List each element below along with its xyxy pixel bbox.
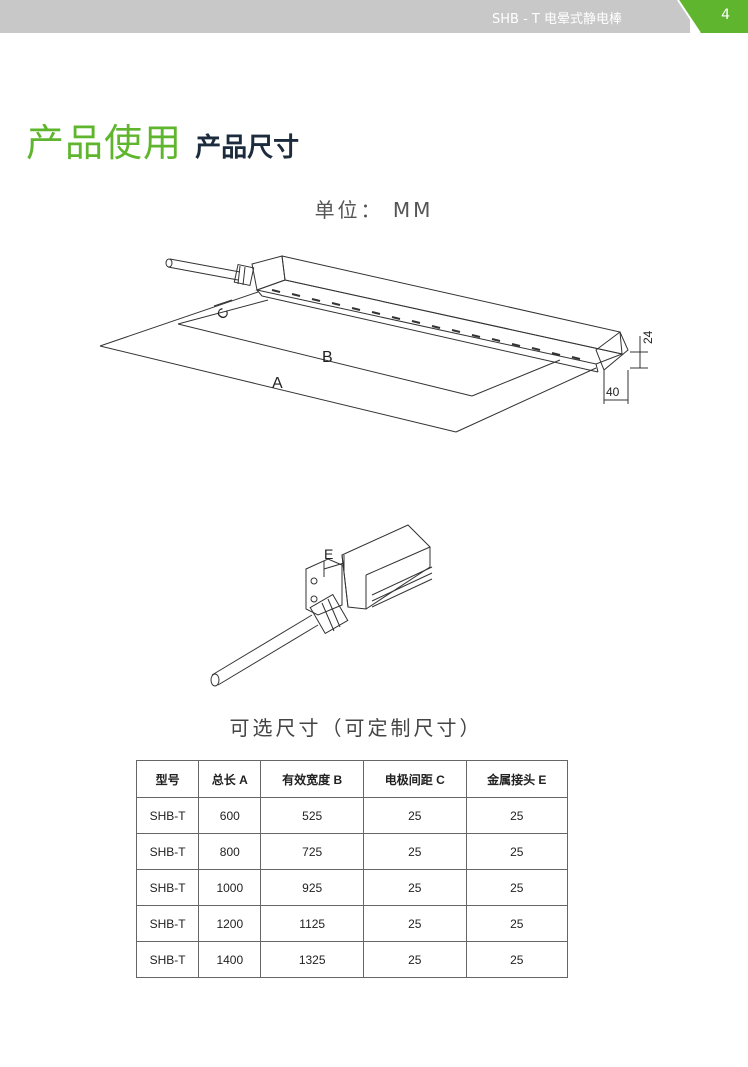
header-electrode-spacing: 电极间距 C xyxy=(362,760,467,798)
cell-effective-width: 525 xyxy=(260,797,364,834)
dim-label-width: 40 xyxy=(606,385,620,399)
cell-electrode-spacing: 25 xyxy=(362,833,467,870)
table-row: SHB-T 600 525 25 25 xyxy=(135,797,569,834)
cell-model: SHB-T xyxy=(135,869,200,906)
cell-effective-width: 1125 xyxy=(260,905,364,942)
cell-model: SHB-T xyxy=(135,833,200,870)
unit-label: 单位： MM xyxy=(314,198,434,222)
cell-model: SHB-T xyxy=(135,797,200,834)
header-bar: SHB - T 电晕式静电棒 4 xyxy=(0,0,748,34)
cell-effective-width: 1325 xyxy=(260,941,364,978)
cell-electrode-spacing: 25 xyxy=(362,941,467,978)
cell-model: SHB-T xyxy=(135,905,200,942)
table-row: SHB-T 800 725 25 25 xyxy=(135,833,569,870)
cell-electrode-spacing: 25 xyxy=(362,869,467,906)
cell-total-length: 1200 xyxy=(198,905,262,942)
cell-total-length: 600 xyxy=(198,797,262,834)
cell-total-length: 1000 xyxy=(198,869,262,906)
cell-metal-connector: 25 xyxy=(465,869,569,906)
cell-electrode-spacing: 25 xyxy=(362,905,467,942)
header-background xyxy=(0,0,748,34)
table-row: SHB-T 1400 1325 25 25 xyxy=(135,941,569,978)
dim-label-a: A xyxy=(272,375,283,392)
table-row: SHB-T 1200 1125 25 25 xyxy=(135,905,569,942)
dimension-drawing: B A C 24 40 xyxy=(99,255,655,433)
options-caption: 可选尺寸（可定制尺寸） xyxy=(229,716,483,740)
cell-metal-connector: 25 xyxy=(465,797,569,834)
section-title-main: 产品使用 xyxy=(26,121,183,165)
section-title: 产品使用 产品尺寸 xyxy=(26,112,299,167)
table-row: SHB-T 1000 925 25 25 xyxy=(135,869,569,906)
cell-metal-connector: 25 xyxy=(465,941,569,978)
dim-label-height: 24 xyxy=(641,330,655,344)
cell-total-length: 1400 xyxy=(198,941,262,978)
cell-model: SHB-T xyxy=(135,941,200,978)
end-detail-drawing: E xyxy=(210,524,433,687)
dim-label-e: E xyxy=(324,546,333,562)
section-title-sub: 产品尺寸 xyxy=(195,133,300,163)
cell-electrode-spacing: 25 xyxy=(362,797,467,834)
header-total-length: 总长 A xyxy=(198,760,262,798)
dim-label-b: B xyxy=(322,349,333,366)
cell-effective-width: 725 xyxy=(260,833,364,870)
cell-metal-connector: 25 xyxy=(465,905,569,942)
header-model: 型号 xyxy=(135,760,200,798)
page-number: 4 xyxy=(721,7,730,23)
table-header-row: 型号 总长 A 有效宽度 B 电极间距 C 金属接头 E xyxy=(135,760,569,798)
header-metal-connector: 金属接头 E xyxy=(465,760,569,798)
header-effective-width: 有效宽度 B xyxy=(260,760,364,798)
spec-table: 型号 总长 A 有效宽度 B 电极间距 C 金属接头 E SHB-T 600 5… xyxy=(135,760,569,978)
cell-total-length: 800 xyxy=(198,833,262,870)
header-title: SHB - T 电晕式静电棒 xyxy=(492,12,622,27)
dim-label-c: C xyxy=(213,305,232,322)
cell-metal-connector: 25 xyxy=(465,833,569,870)
cell-effective-width: 925 xyxy=(260,869,364,906)
